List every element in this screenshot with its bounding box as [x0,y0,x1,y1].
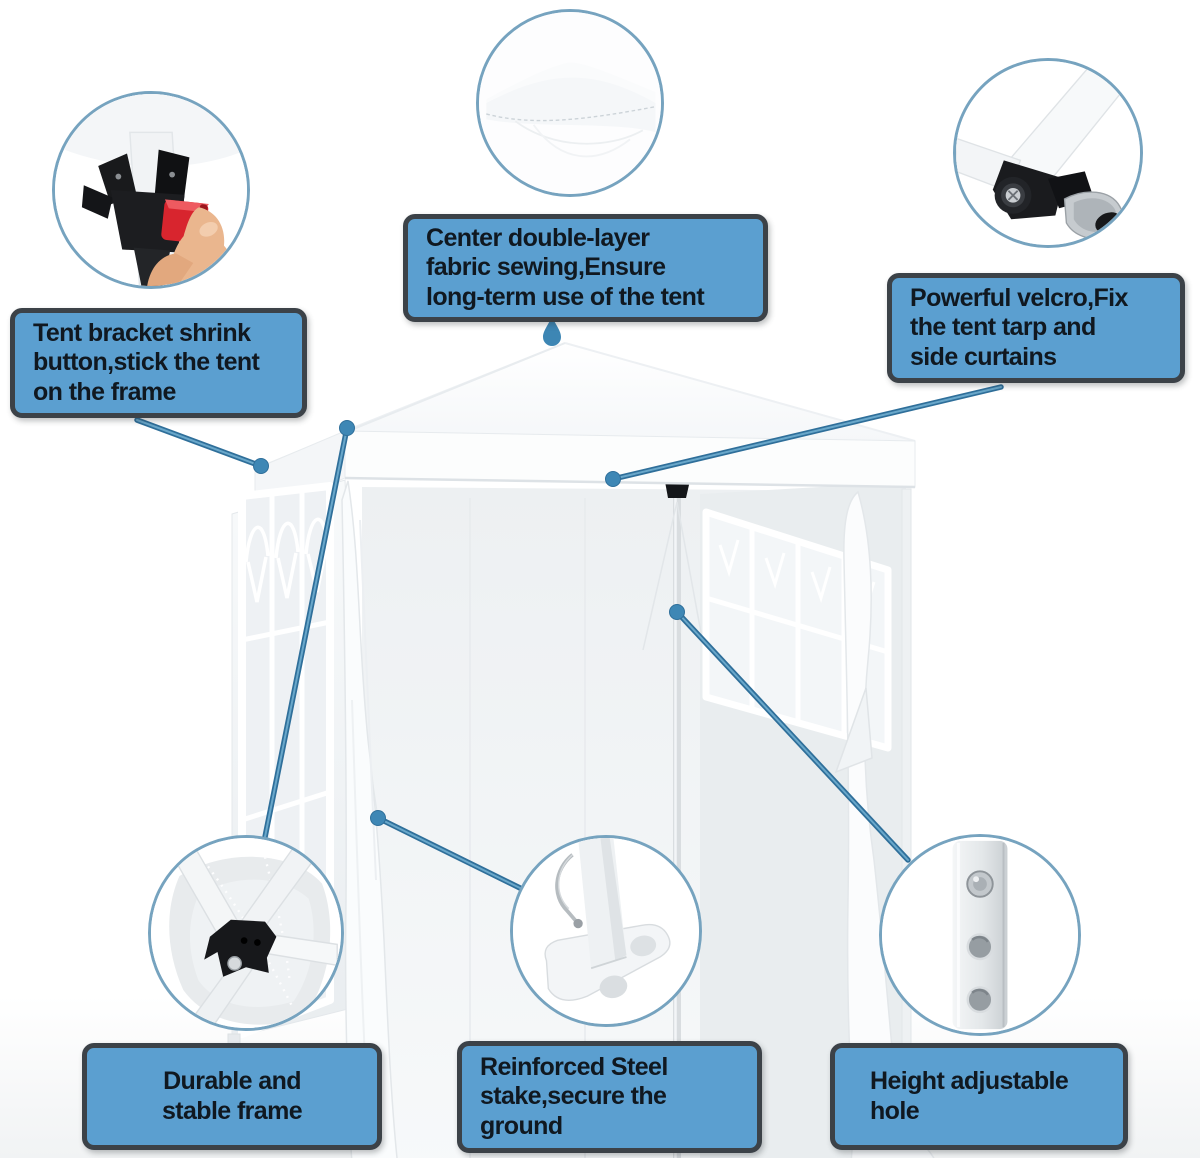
teardrop-marker [543,317,561,346]
height-adjustable-hole-photo [879,834,1081,1036]
frame-joint-photo [148,835,344,1031]
shrink-button-photo [52,91,250,289]
callout-durable-frame: Durable and stable frame [82,1043,382,1150]
roof-fabric-illustration [479,12,661,194]
steel-stake-foot-photo [510,835,702,1027]
adjustable-hole-illustration [882,837,1078,1033]
steel-stake-illustration [513,838,699,1024]
connector-dots [253,420,685,826]
callout-line: Durable and [163,1067,301,1095]
frame-joint-illustration [151,838,341,1028]
connector-lines [134,317,1004,891]
callout-line: Reinforced Steel [480,1052,668,1081]
callout-line: on the frame [33,377,176,406]
callout-center-fabric: Center double-layer fabric sewing,Ensure… [403,214,768,322]
callout-line: long-term use of the tent [426,282,705,311]
velcro-frame-corner-photo [953,58,1143,248]
front-curtains [341,480,935,1158]
callout-line: Powerful velcro,Fix [910,283,1128,312]
roof-center-fabric-photo [476,9,664,197]
callout-line: Height adjustable [870,1067,1069,1095]
callout-line: Center double-layer [426,223,650,252]
callout-line: Tent bracket shrink [33,318,251,347]
callout-line: ground [480,1111,563,1140]
callout-line: side curtains [910,342,1057,371]
callout-line: fabric sewing,Ensure [426,253,666,282]
callout-line: stake,secure the [480,1082,667,1111]
callout-line: stable frame [161,1096,303,1125]
callout-steel-stake: Reinforced Steel stake,secure the ground [457,1041,762,1153]
callout-line: button,stick the tent [33,348,260,377]
callout-height-adjustable: Height adjustable hole [830,1043,1128,1150]
callout-powerful-velcro: Powerful velcro,Fix the tent tarp and si… [887,273,1185,383]
callout-line: the tent tarp and [910,313,1096,342]
callout-line: hole [870,1096,920,1125]
shrink-button-illustration [55,94,247,286]
velcro-corner-illustration [956,61,1140,245]
callout-bracket-shrink-button: Tent bracket shrink button,stick the ten… [10,308,307,418]
tent-roof [254,342,916,517]
